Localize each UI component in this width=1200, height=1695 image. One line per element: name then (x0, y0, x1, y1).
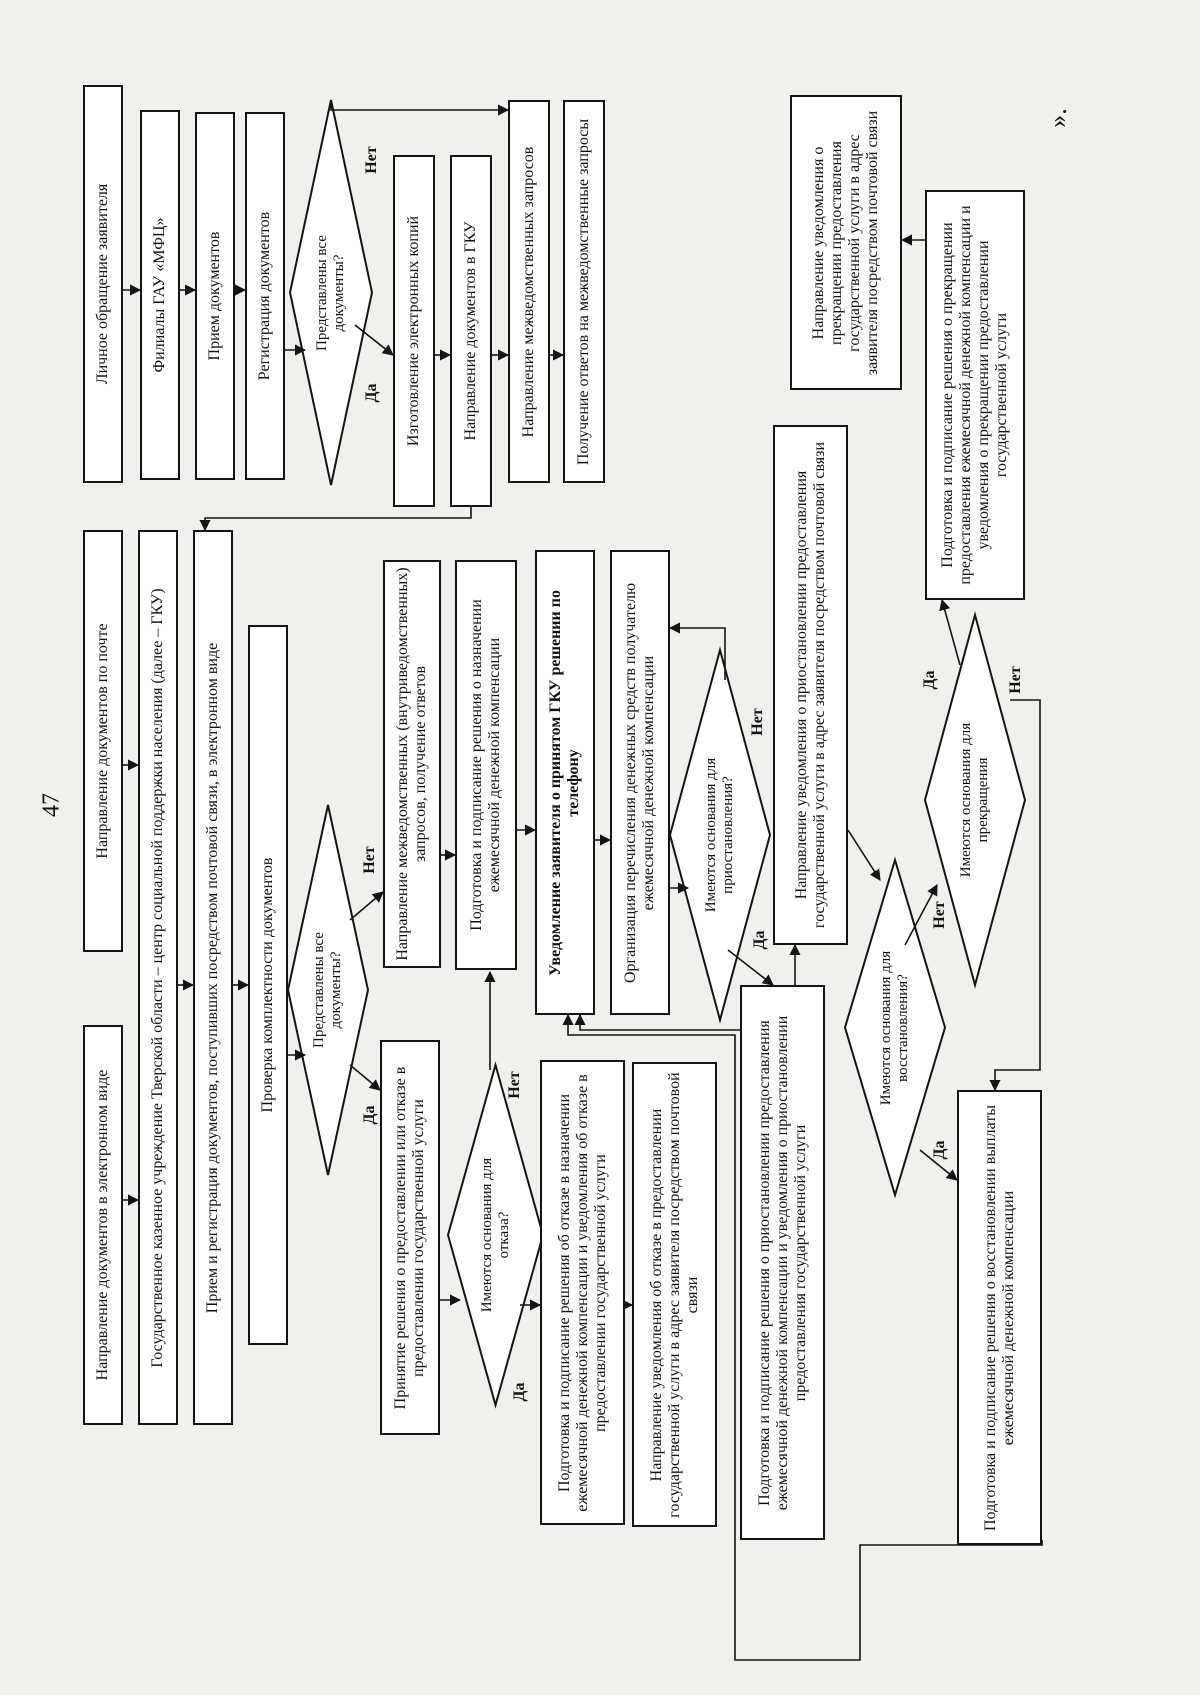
arrow-gku-to-receive (199, 507, 472, 532)
notify-phone-box: Уведомление заявителя о принятом ГКУ реш… (535, 550, 595, 1015)
gku-requests-text: Направление межведомственных (внутриведо… (394, 567, 429, 961)
refusal-grounds-question: Имеются основания для отказа? (478, 1157, 512, 1313)
decision-grant-refuse-box: Принятие решения о предоставлении или от… (380, 1040, 440, 1435)
mfc-branches-box: Филиалы ГАУ «МФЦ» (140, 110, 180, 480)
notify-suspend-mail-box: Направление уведомления о приостановлени… (773, 425, 848, 945)
suspend-grounds-question: Имеются основания для приостановления? (703, 757, 736, 913)
suspend-no-label: Нет (749, 708, 766, 736)
send-docs-gku-box: Направление документов в ГКУ (450, 155, 492, 507)
check-completeness-text: Проверка комплектности документов (259, 857, 277, 1113)
decision-assign-box: Подготовка и подписание решения о назнач… (455, 560, 517, 970)
suspend-grounds-decision: Имеются основания для приостановления? (670, 650, 770, 1020)
gku-no-label: Нет (361, 846, 378, 874)
notify-terminate-mail-box: Направление уведомления о прекращении пр… (790, 95, 902, 390)
decision-suspend-text: Подготовка и подписание решения о приост… (755, 1015, 809, 1510)
notify-phone-text: Уведомление заявителя о принятом ГКУ реш… (547, 589, 582, 976)
docs-electronic-text: Направление документов в электронном вид… (94, 1069, 112, 1381)
decision-suspend-box: Подготовка и подписание решения о приост… (740, 985, 825, 1540)
gku-box: Государственное казенное учреждение Твер… (138, 530, 178, 1425)
personal-request-text: Личное обращение заявителя (94, 183, 112, 385)
decision-grant-refuse-text: Принятие решения о предоставлении или от… (392, 1066, 427, 1409)
personal-request-box: Личное обращение заявителя (83, 85, 123, 483)
terminate-yes-label: Да (921, 670, 938, 690)
org-transfer-text: Организация перечисления денежных средст… (622, 582, 657, 983)
mfc-receive-docs-text: Прием документов (206, 231, 224, 361)
send-docs-gku-text: Направление документов в ГКУ (462, 221, 480, 441)
notify-suspend-mail-text: Направление уведомления о приостановлени… (792, 441, 828, 929)
docs-electronic-box: Направление документов в электронном вид… (83, 1025, 123, 1425)
decision-terminate-text: Подготовка и подписание решения о прекра… (939, 205, 1010, 585)
mfc-yes-label: Да (363, 383, 380, 403)
notify-refusal-mail-text: Направление уведомления об отказе в пред… (647, 1071, 701, 1518)
decision-restore-text: Подготовка и подписание решения о восста… (981, 1104, 1017, 1531)
decision-refusal-text: Подготовка и подписание решения об отказ… (555, 1073, 609, 1512)
docs-by-mail-box: Направление документов по почте (83, 530, 123, 952)
receive-interagency-box: Получение ответов на межведомственные за… (563, 100, 605, 483)
check-completeness-box: Проверка комплектности документов (248, 625, 288, 1345)
mfc-no-label: Нет (363, 146, 380, 174)
make-e-copies-box: Изготовление электронных копий (393, 155, 435, 507)
decision-terminate-box: Подготовка и подписание решения о прекра… (925, 190, 1025, 600)
send-interagency-box: Направление межведомственных запросов (508, 100, 550, 483)
gku-receive-register-box: Прием и регистрация документов, поступив… (193, 530, 233, 1425)
restore-grounds-question: Имеются основания для восстановления? (878, 950, 911, 1105)
notify-refusal-mail-box: Направление уведомления об отказе в пред… (632, 1062, 717, 1527)
org-transfer-box: Организация перечисления денежных средст… (610, 550, 670, 1015)
notify-terminate-mail-text: Направление уведомления о прекращении пр… (810, 110, 881, 375)
refusal-grounds-decision: Имеются основания для отказа? (448, 1065, 543, 1405)
gku-text: Государственное казенное учреждение Твер… (149, 587, 167, 1368)
gku-all-docs-decision: Представлены все документы? (288, 805, 368, 1175)
decision-restore-box: Подготовка и подписание решения о восста… (957, 1090, 1042, 1545)
restore-no-label: Нет (931, 901, 948, 929)
make-e-copies-text: Изготовление электронных копий (405, 215, 423, 447)
gku-yes-label: Да (361, 1105, 378, 1125)
gku-requests-box: Направление межведомственных (внутриведо… (383, 560, 441, 968)
mfc-all-docs-decision: Представлены все документы? (290, 100, 372, 485)
terminate-no-label: Нет (1007, 666, 1024, 694)
docs-by-mail-text: Направление документов по почте (94, 623, 112, 859)
decision-refusal-box: Подготовка и подписание решения об отказ… (540, 1060, 625, 1525)
mfc-register-docs-text: Регистрация документов (256, 211, 274, 381)
receive-interagency-text: Получение ответов на межведомственные за… (575, 118, 593, 465)
send-interagency-text: Направление межведомственных запросов (520, 146, 538, 437)
decision-assign-text: Подготовка и подписание решения о назнач… (468, 599, 503, 931)
refusal-no-label: Нет (506, 1071, 523, 1099)
gku-all-docs-question: Представлены все документы? (311, 932, 344, 1048)
refusal-yes-label: Да (511, 1382, 528, 1402)
suspend-yes-label: Да (751, 930, 768, 950)
mfc-branches-text: Филиалы ГАУ «МФЦ» (151, 217, 169, 373)
mfc-receive-docs-box: Прием документов (195, 112, 235, 480)
mfc-register-docs-box: Регистрация документов (245, 112, 285, 480)
gku-receive-register-text: Прием и регистрация документов, поступив… (204, 642, 222, 1313)
restore-yes-label: Да (931, 1140, 948, 1160)
mfc-all-docs-question: Представлены все документы? (314, 234, 347, 351)
terminate-grounds-question: Имеются основания для прекращения (958, 722, 991, 878)
